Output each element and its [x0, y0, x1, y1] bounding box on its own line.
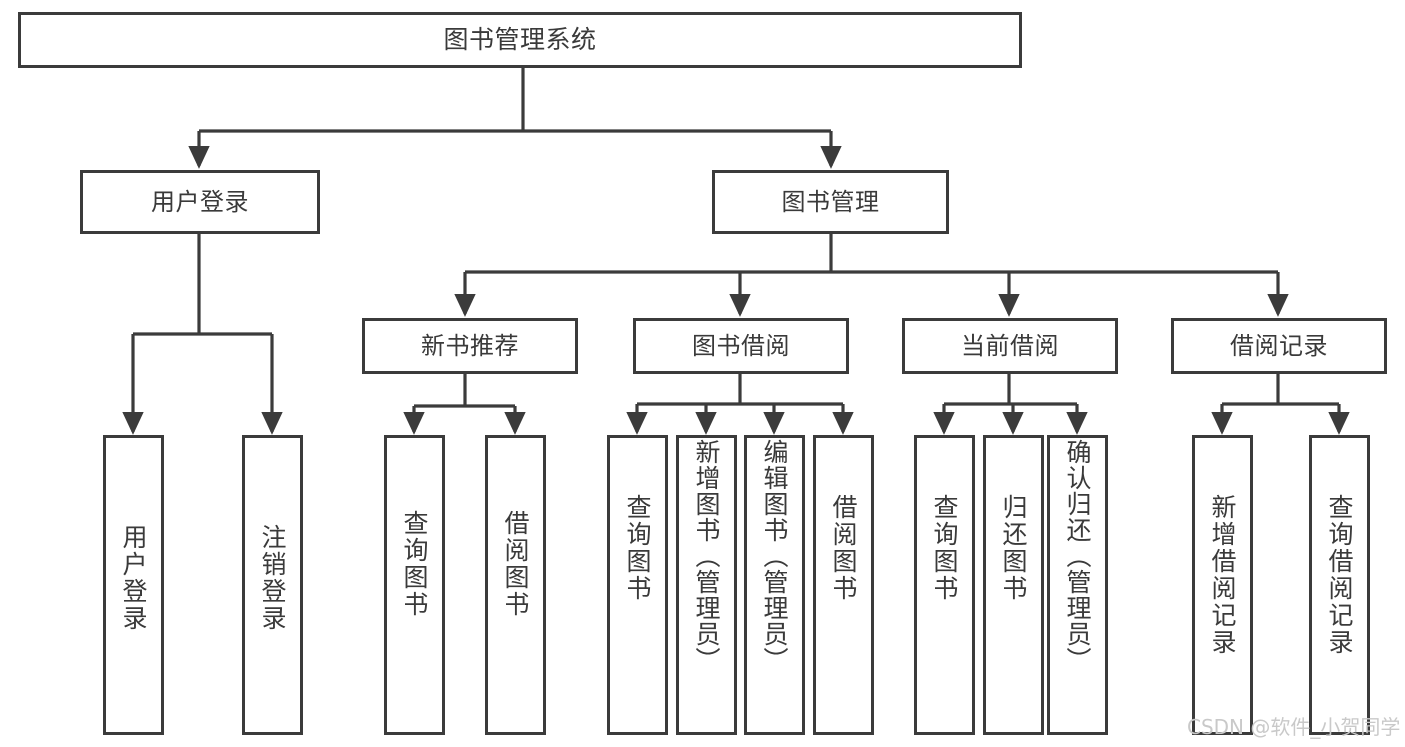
node-book-borrow[interactable]: 图书借阅	[633, 318, 849, 374]
node-user-login[interactable]: 用户登录	[80, 170, 320, 234]
node-user-login-label: 用户登录	[151, 187, 249, 216]
node-root[interactable]: 图书管理系统	[18, 12, 1022, 68]
node-leaf-query-book-1[interactable]: 查询图书	[384, 435, 445, 735]
node-leaf-borrow-book-1[interactable]: 借阅图书	[485, 435, 546, 735]
node-leaf-logout-label: 注销登录	[258, 524, 287, 632]
node-leaf-query-record[interactable]: 查询借阅记录	[1309, 435, 1370, 735]
node-leaf-add-record-label: 新增借阅记录	[1208, 494, 1237, 656]
node-book-manage-label: 图书管理	[781, 187, 880, 216]
node-leaf-return-book-label: 归还图书	[999, 494, 1028, 602]
node-leaf-query-book-2-label: 查询图书	[623, 494, 652, 602]
node-leaf-confirm-return-label: 确认归还（管理员）	[1063, 439, 1092, 673]
node-leaf-query-book-1-label: 查询图书	[400, 510, 429, 618]
node-book-manage[interactable]: 图书管理	[712, 170, 949, 234]
node-leaf-query-record-label: 查询借阅记录	[1325, 494, 1354, 656]
node-new-book-rec[interactable]: 新书推荐	[362, 318, 578, 374]
node-borrow-record-label: 借阅记录	[1230, 331, 1328, 360]
node-leaf-add-book-label: 新增图书（管理员）	[692, 439, 721, 673]
node-leaf-edit-book-label: 编辑图书（管理员）	[760, 439, 789, 673]
node-leaf-query-book-3[interactable]: 查询图书	[914, 435, 975, 735]
node-current-borrow-label: 当前借阅	[961, 331, 1059, 360]
node-leaf-add-book[interactable]: 新增图书（管理员）	[676, 435, 737, 735]
node-borrow-record[interactable]: 借阅记录	[1171, 318, 1387, 374]
node-leaf-user-login[interactable]: 用户登录	[103, 435, 164, 735]
node-leaf-borrow-book-2-label: 借阅图书	[829, 494, 858, 602]
node-leaf-query-book-3-label: 查询图书	[930, 494, 959, 602]
node-leaf-return-book[interactable]: 归还图书	[983, 435, 1044, 735]
node-leaf-logout[interactable]: 注销登录	[242, 435, 303, 735]
watermark: CSDN @软件_小贺同学	[1187, 715, 1401, 739]
node-leaf-user-login-label: 用户登录	[119, 524, 148, 632]
node-new-book-rec-label: 新书推荐	[421, 331, 519, 360]
node-book-borrow-label: 图书借阅	[692, 331, 790, 360]
node-leaf-edit-book[interactable]: 编辑图书（管理员）	[744, 435, 805, 735]
node-leaf-query-book-2[interactable]: 查询图书	[607, 435, 668, 735]
node-root-label: 图书管理系统	[443, 25, 597, 55]
node-current-borrow[interactable]: 当前借阅	[902, 318, 1118, 374]
node-leaf-borrow-book-1-label: 借阅图书	[501, 510, 530, 618]
node-leaf-borrow-book-2[interactable]: 借阅图书	[813, 435, 874, 735]
node-leaf-add-record[interactable]: 新增借阅记录	[1192, 435, 1253, 735]
node-leaf-confirm-return[interactable]: 确认归还（管理员）	[1047, 435, 1108, 735]
